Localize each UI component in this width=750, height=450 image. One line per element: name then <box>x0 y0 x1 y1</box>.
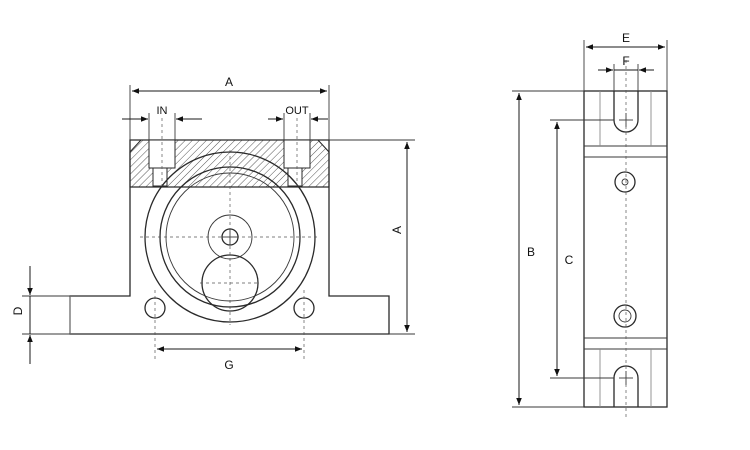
dim-a-height-label: A <box>390 226 404 234</box>
dim-f-label: F <box>622 54 629 68</box>
dim-g-label: G <box>224 358 233 372</box>
front-view-dimensions: A IN OUT A D G <box>11 75 415 372</box>
dim-d-label: D <box>11 306 25 315</box>
side-view <box>583 60 668 420</box>
side-body <box>583 90 668 408</box>
front-view <box>69 118 390 362</box>
dim-a-width-label: A <box>225 75 233 89</box>
side-port-upper <box>614 171 636 193</box>
port-in-label: IN <box>157 105 168 117</box>
dim-e-label: E <box>622 31 630 45</box>
port-out-label: OUT <box>285 105 309 117</box>
dim-c-label: C <box>565 253 574 267</box>
side-view-dimensions: E F B C <box>512 31 668 408</box>
side-port-lower <box>613 304 637 328</box>
dim-b-label: B <box>527 245 535 259</box>
